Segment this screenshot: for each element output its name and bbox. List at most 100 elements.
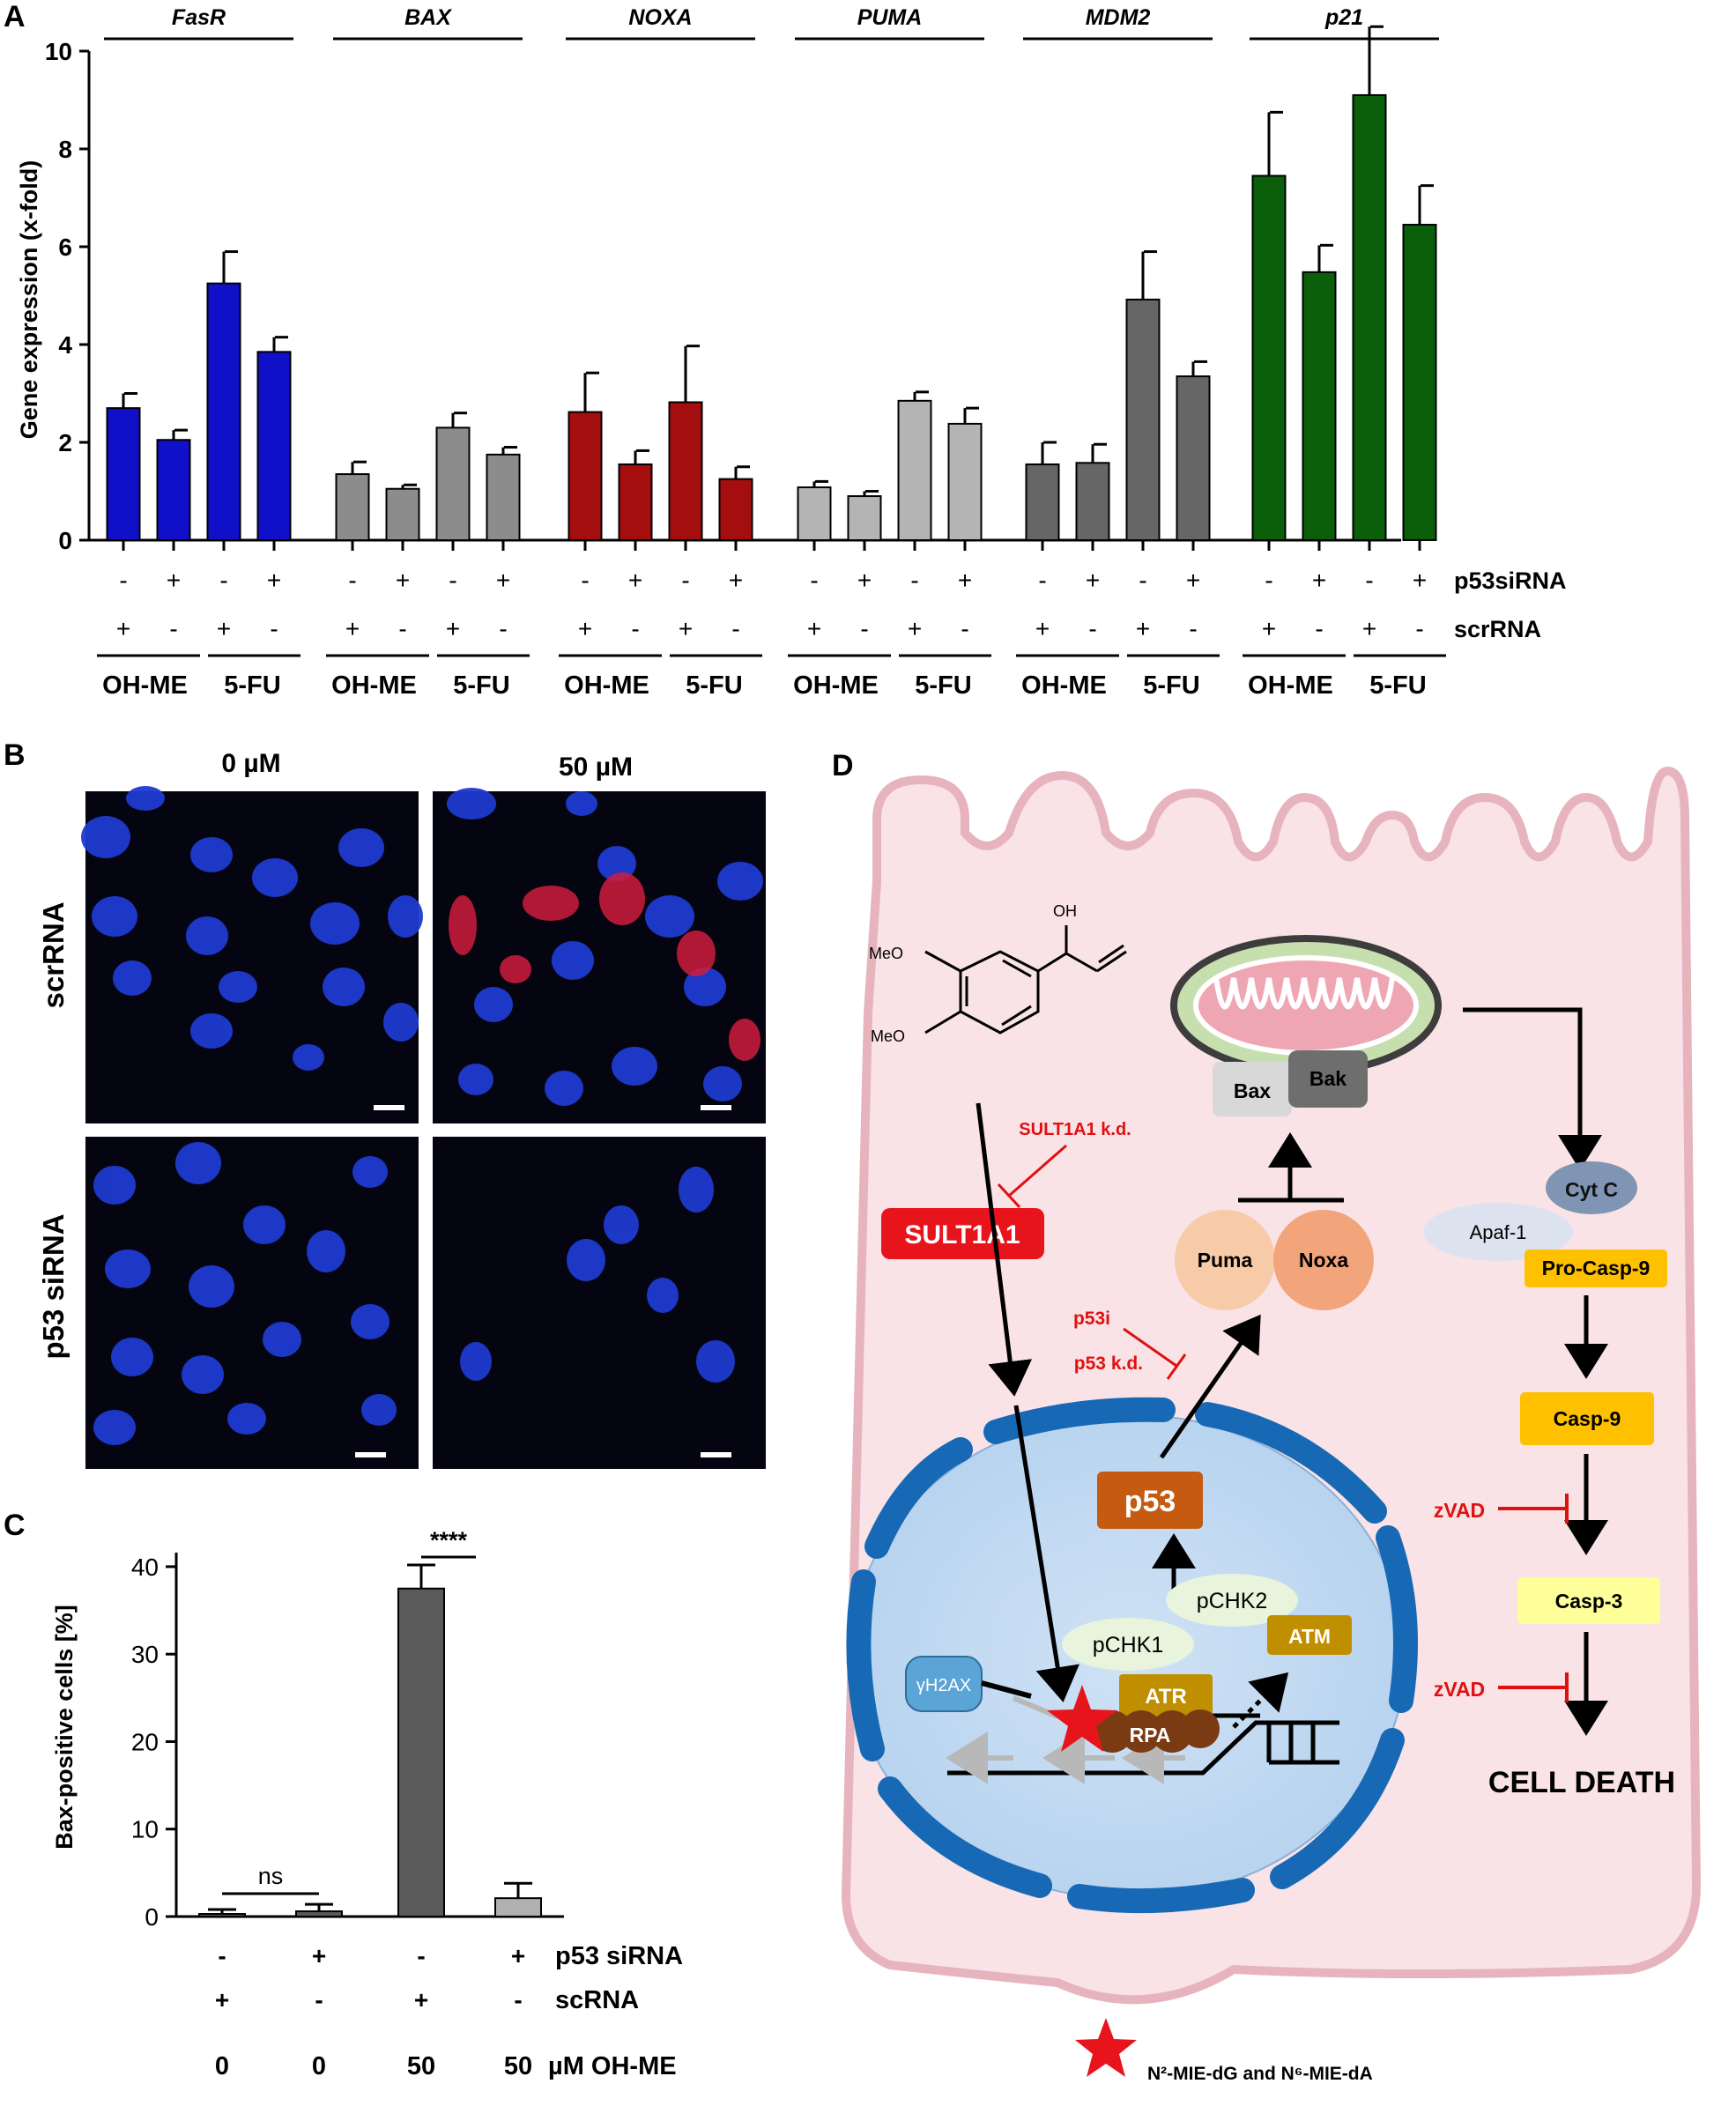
p53sirna-sign: + (496, 567, 510, 594)
cell-death-label: CELL DEATH (1488, 1766, 1675, 1799)
scrrna-sign: - (499, 615, 507, 642)
scrrna-sign: + (1262, 615, 1276, 642)
activation-arrow (976, 1102, 1033, 1397)
p53kd-label: p53 k.d. (1074, 1353, 1143, 1374)
bax-positive-chart: Bax-positive cells [%] ns **** 010203040… (51, 1527, 564, 2080)
bar-p21-2 (1352, 93, 1387, 541)
scrrna-sign: - (961, 615, 968, 642)
scale-bar (701, 1452, 731, 1457)
treatment-label: OH-ME (1021, 671, 1107, 700)
procasp9-box (1525, 1250, 1667, 1287)
p53sirna-sign: - (681, 567, 689, 594)
casp3-label: Casp-3 (1555, 1590, 1623, 1613)
bak-box (1288, 1050, 1368, 1108)
p53-to-puma-arrow (1159, 1314, 1261, 1459)
scr-sign: + (414, 1986, 428, 2013)
y-tick-label: 6 (58, 234, 72, 261)
p53-label: p53 (1124, 1485, 1176, 1518)
p53sirna-sign: - (219, 567, 227, 594)
pathway-diagram: Bax Bak OH MeO MeO SULT1A1 k.d. SULT1A1 (841, 766, 1702, 2084)
dna-adduct-star (1047, 1685, 1117, 1752)
bak-label: Bak (1309, 1067, 1347, 1090)
legend-label: N²-MIE-dG and N⁶-MIE-dA (1147, 2064, 1373, 2084)
bar-NOXA-2 (668, 401, 703, 541)
atm-box (1267, 1615, 1352, 1655)
panel-label-d: D (832, 749, 854, 782)
cytc-label: Cyt C (1565, 1178, 1618, 1201)
y-tick-label: 0 (145, 1903, 159, 1931)
sult1a1-label: SULT1A1 (904, 1220, 1020, 1250)
micrograph-scr-0um (81, 786, 423, 1123)
pchk2-label: pCHK2 (1197, 1589, 1268, 1613)
p53sirna-sign: - (910, 567, 918, 594)
y-tick-label: 2 (58, 429, 72, 456)
bar-0 (198, 1913, 246, 1917)
y-tick-label: 4 (58, 331, 72, 359)
p53sirna-sign: - (810, 567, 818, 594)
scrrna-sign: - (860, 615, 868, 642)
zvad-label-2: zVAD (1434, 1678, 1485, 1701)
row-label-p53sirna: p53 siRNA (37, 1213, 70, 1359)
h2ax-label: γH2AX (916, 1676, 971, 1695)
bar-MDM2-2 (1125, 298, 1161, 541)
dose-label: 50 (504, 2052, 532, 2080)
scrrna-sign: + (807, 615, 821, 642)
mitochondrion (1170, 935, 1442, 1076)
bar-FasR-0 (106, 407, 141, 541)
scr-sign: + (215, 1986, 229, 2013)
casp9-box (1520, 1392, 1654, 1445)
puma-circle (1175, 1210, 1275, 1310)
apaf1-ellipse (1423, 1203, 1573, 1261)
gene-label-BAX: BAX (404, 5, 452, 30)
p53sirna-sign: - (119, 567, 127, 594)
casp9-label: Casp-9 (1554, 1407, 1621, 1430)
p53sirna-sign: - (1038, 567, 1046, 594)
bar-1 (295, 1910, 343, 1918)
treatment-label: 5-FU (1143, 671, 1199, 700)
apaf1-label: Apaf-1 (1470, 1221, 1527, 1243)
scrrna-sign: + (908, 615, 922, 642)
bar-MDM2-0 (1025, 463, 1060, 541)
bar-p21-3 (1402, 224, 1437, 541)
atr-box (1119, 1674, 1213, 1717)
treatment-label: 5-FU (686, 671, 742, 700)
oh-me-structure (924, 925, 1127, 1034)
procasp9-label: Pro-Casp-9 (1542, 1257, 1651, 1279)
gene-label-PUMA: PUMA (857, 5, 923, 30)
p53sirna-sign: - (449, 567, 456, 594)
scrrna-sign: + (446, 615, 460, 642)
scrrna-sign: + (1035, 615, 1050, 642)
sult1a1-box (881, 1208, 1044, 1259)
atm-label: ATM (1288, 1625, 1331, 1648)
p53sirna-sign: - (1265, 567, 1272, 594)
p53sirna-sign: + (958, 567, 972, 594)
structure-meo-2: MeO (871, 1027, 905, 1045)
p53sirna-sign: - (1365, 567, 1373, 594)
bar-p21-0 (1251, 174, 1287, 541)
scrrna-sign: + (578, 615, 592, 642)
bar-FasR-1 (156, 439, 191, 542)
col-label-50um: 50 µM (559, 753, 633, 782)
scrrna-sign: - (1315, 615, 1323, 642)
bar-PUMA-0 (797, 486, 832, 541)
pchk1-ellipse (1062, 1618, 1194, 1671)
scr-sign: - (514, 1986, 522, 2013)
p53-box (1097, 1472, 1203, 1529)
bar-BAX-2 (435, 426, 471, 542)
treatment-label: OH-ME (1248, 671, 1333, 700)
bar-FasR-2 (206, 282, 241, 541)
p53sirna-sign: - (1139, 567, 1146, 594)
zvad-label-1: zVAD (1434, 1499, 1485, 1522)
bar-3 (494, 1897, 542, 1917)
bar-NOXA-3 (718, 478, 753, 541)
treatment-label: OH-ME (102, 671, 188, 700)
bar-NOXA-1 (618, 463, 653, 541)
treatment-label: 5-FU (1369, 671, 1426, 700)
y-tick-label: 8 (58, 136, 72, 163)
bar-BAX-1 (385, 487, 420, 541)
dose-label: 0 (312, 2052, 326, 2080)
p53sirna-sign: - (581, 567, 589, 594)
gene-expression-chart: Gene expression (x-fold) 0246810-++--++-… (16, 5, 1446, 700)
bar-2 (397, 1587, 445, 1917)
